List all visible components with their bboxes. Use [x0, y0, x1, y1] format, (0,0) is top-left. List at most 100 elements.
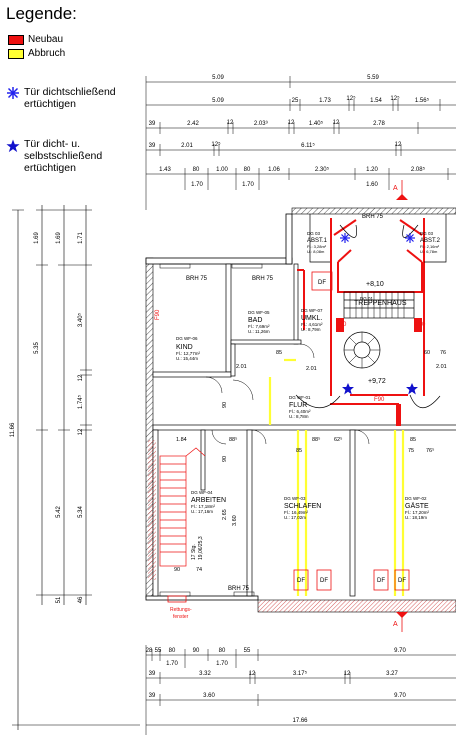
- svg-text:2.01: 2.01: [236, 364, 247, 370]
- f90-label: F90: [155, 309, 161, 320]
- svg-text:88⁵: 88⁵: [312, 436, 320, 443]
- section-label: A: [393, 185, 398, 192]
- dim-label: 12: [227, 120, 234, 126]
- room-schlafen: DG WF-03 SCHLAFEN Fl.: 16,49m² U.: 17,02…: [284, 496, 321, 520]
- svg-text:FLUR: FLUR: [289, 402, 307, 409]
- rescue-window-label: Rettungs- fenster: [170, 607, 192, 620]
- solid-star-icon: [406, 383, 418, 395]
- svg-text:U.: 15,44m: U.: 15,44m: [176, 356, 198, 361]
- svg-text:2.01: 2.01: [306, 366, 317, 372]
- rescue-window: [167, 595, 187, 603]
- svg-text:ABST.2: ABST.2: [420, 238, 441, 244]
- dim-label: 2.08⁵: [411, 166, 426, 173]
- svg-text:DG 03: DG 03: [307, 231, 321, 236]
- df-label: DF: [320, 578, 328, 584]
- legend-symbol-dichtschliessend: Tür dichtschließend ertüchtigen: [6, 86, 146, 116]
- room-flur: DG WF-01 FLUR Fl.: 6,40m² U.: 8,78m: [289, 395, 311, 419]
- f90-label: F90: [336, 322, 347, 328]
- asterisk-star-icon: [7, 87, 19, 99]
- svg-text:Fl.: 17,20m²: Fl.: 17,20m²: [405, 510, 430, 515]
- dim-label: 1.74⁵: [77, 394, 84, 409]
- f90-labels: F90 F90 F90 F90: [155, 309, 426, 403]
- svg-text:Rettungs-: Rettungs-: [170, 607, 192, 613]
- svg-text:U.: 17,16m: U.: 17,16m: [191, 509, 213, 514]
- svg-text:Fl.: 17,18m²: Fl.: 17,18m²: [191, 504, 216, 509]
- svg-text:DG WF-06: DG WF-06: [176, 336, 198, 341]
- dim-label: 2.03⁹: [254, 120, 269, 127]
- asterisk-star-icon: [405, 233, 415, 243]
- door-swings: [159, 263, 370, 597]
- brh-label: BRH 75: [228, 586, 250, 592]
- room-labels: DG WF-06 KIND Fl.: 12,77m² U.: 15,44m DG…: [176, 231, 441, 520]
- demolition-lines: [268, 358, 405, 596]
- svg-text:85: 85: [410, 437, 416, 443]
- brh-label: BRH 75: [362, 214, 384, 220]
- svg-text:3.60: 3.60: [232, 515, 238, 526]
- svg-text:Fl.: 6,40m²: Fl.: 6,40m²: [289, 409, 311, 414]
- room-abst2: DG 03 ABST.2 Fl.: 2,16m² U.: 6,78m: [420, 231, 441, 254]
- f90-label: F90: [415, 322, 426, 328]
- dim-label: 1.06: [268, 167, 280, 173]
- small-dim-labels: 2.01 2.01 2.01 1.84 88⁵ 88⁵ 62⁵ 85 75 76…: [174, 350, 447, 573]
- dim-label: 12: [288, 120, 295, 126]
- level-label: +9,72: [368, 378, 386, 385]
- dim-label: 1.43: [159, 167, 171, 173]
- legend-item-neubau: Neubau: [8, 34, 63, 45]
- dim-label: 12⁵: [346, 95, 356, 102]
- dim-label: 1.60: [366, 182, 378, 188]
- svg-text:2.65: 2.65: [222, 509, 228, 520]
- svg-text:75: 75: [408, 448, 414, 454]
- dim-label: 2.30⁵: [315, 166, 330, 173]
- dim-label: 5.42: [56, 506, 62, 518]
- dim-label: 39: [149, 121, 156, 127]
- stairs-count-label: 17 Stg.: [191, 544, 197, 560]
- dim-label: 80: [169, 648, 176, 654]
- dim-label: 80: [193, 167, 200, 173]
- room-abst1: DG 03 ABST.1 Fl.: 3,28m² U.: 8,08m: [307, 231, 328, 254]
- dim-label: 1.70: [242, 182, 254, 188]
- dim-label: 39: [149, 693, 156, 699]
- dim-label: 5.09: [212, 98, 224, 104]
- svg-text:90: 90: [222, 402, 228, 408]
- legend-symbol-text: ertüchtigen: [24, 98, 76, 110]
- dim-label: 1.70: [216, 661, 228, 667]
- brh-label: BRH 75: [252, 276, 274, 282]
- svg-text:Fl.: 2,16m²: Fl.: 2,16m²: [420, 244, 440, 249]
- svg-text:Fl.: 7,69m²: Fl.: 7,69m²: [248, 324, 270, 329]
- svg-text:88⁵: 88⁵: [229, 436, 237, 443]
- section-markers: [396, 180, 408, 632]
- dim-label: 5.35: [34, 342, 40, 354]
- level-labels: +8,10 +9,72: [366, 281, 386, 385]
- svg-text:90: 90: [222, 456, 228, 462]
- df-label: DF: [377, 578, 385, 584]
- dim-label: 1.00: [216, 167, 228, 173]
- section-label: A: [393, 621, 398, 628]
- legend-symbol-text: Tür dichtschließend: [24, 86, 116, 98]
- dim-label: 28: [146, 648, 153, 654]
- dim-label: 11.66: [10, 422, 16, 437]
- dim-label: 2.42: [187, 121, 199, 127]
- dim-label: 1.71: [78, 232, 84, 244]
- svg-text:74: 74: [196, 567, 202, 573]
- dim-label: 90: [193, 648, 200, 654]
- svg-text:U.: 11,26m: U.: 11,26m: [248, 329, 270, 334]
- room-gaeste: DG WF-02 GÄSTE Fl.: 17,20m² U.: 18,19m: [405, 496, 430, 520]
- svg-text:SCHLAFEN: SCHLAFEN: [284, 503, 321, 510]
- svg-text:76⁵: 76⁵: [426, 447, 434, 454]
- legend-item-abbruch: Abbruch: [8, 48, 65, 59]
- bottom-dimension-labels: 28 55 80 90 80 55 9.70 1.70 1.70 39 3.32…: [146, 648, 407, 724]
- dim-label: 12: [249, 671, 256, 677]
- svg-text:U.: 8,79m: U.: 8,79m: [301, 327, 321, 332]
- dim-label: 1.70: [166, 661, 178, 667]
- svg-text:U.: 17,02m: U.: 17,02m: [284, 515, 306, 520]
- dim-label: 9.70: [394, 648, 406, 654]
- dim-label: 3.17⁵: [293, 670, 308, 677]
- dim-label: 1.56⁵: [415, 97, 430, 104]
- left-dimension-lines: [12, 205, 140, 730]
- svg-text:KIND: KIND: [176, 344, 193, 351]
- svg-text:2.01: 2.01: [436, 364, 447, 370]
- solid-star-icon: [342, 383, 354, 395]
- bottom-dimension-lines: [145, 645, 456, 735]
- svg-text:DG 01: DG 01: [360, 296, 374, 301]
- dim-label: 1.54: [370, 98, 382, 104]
